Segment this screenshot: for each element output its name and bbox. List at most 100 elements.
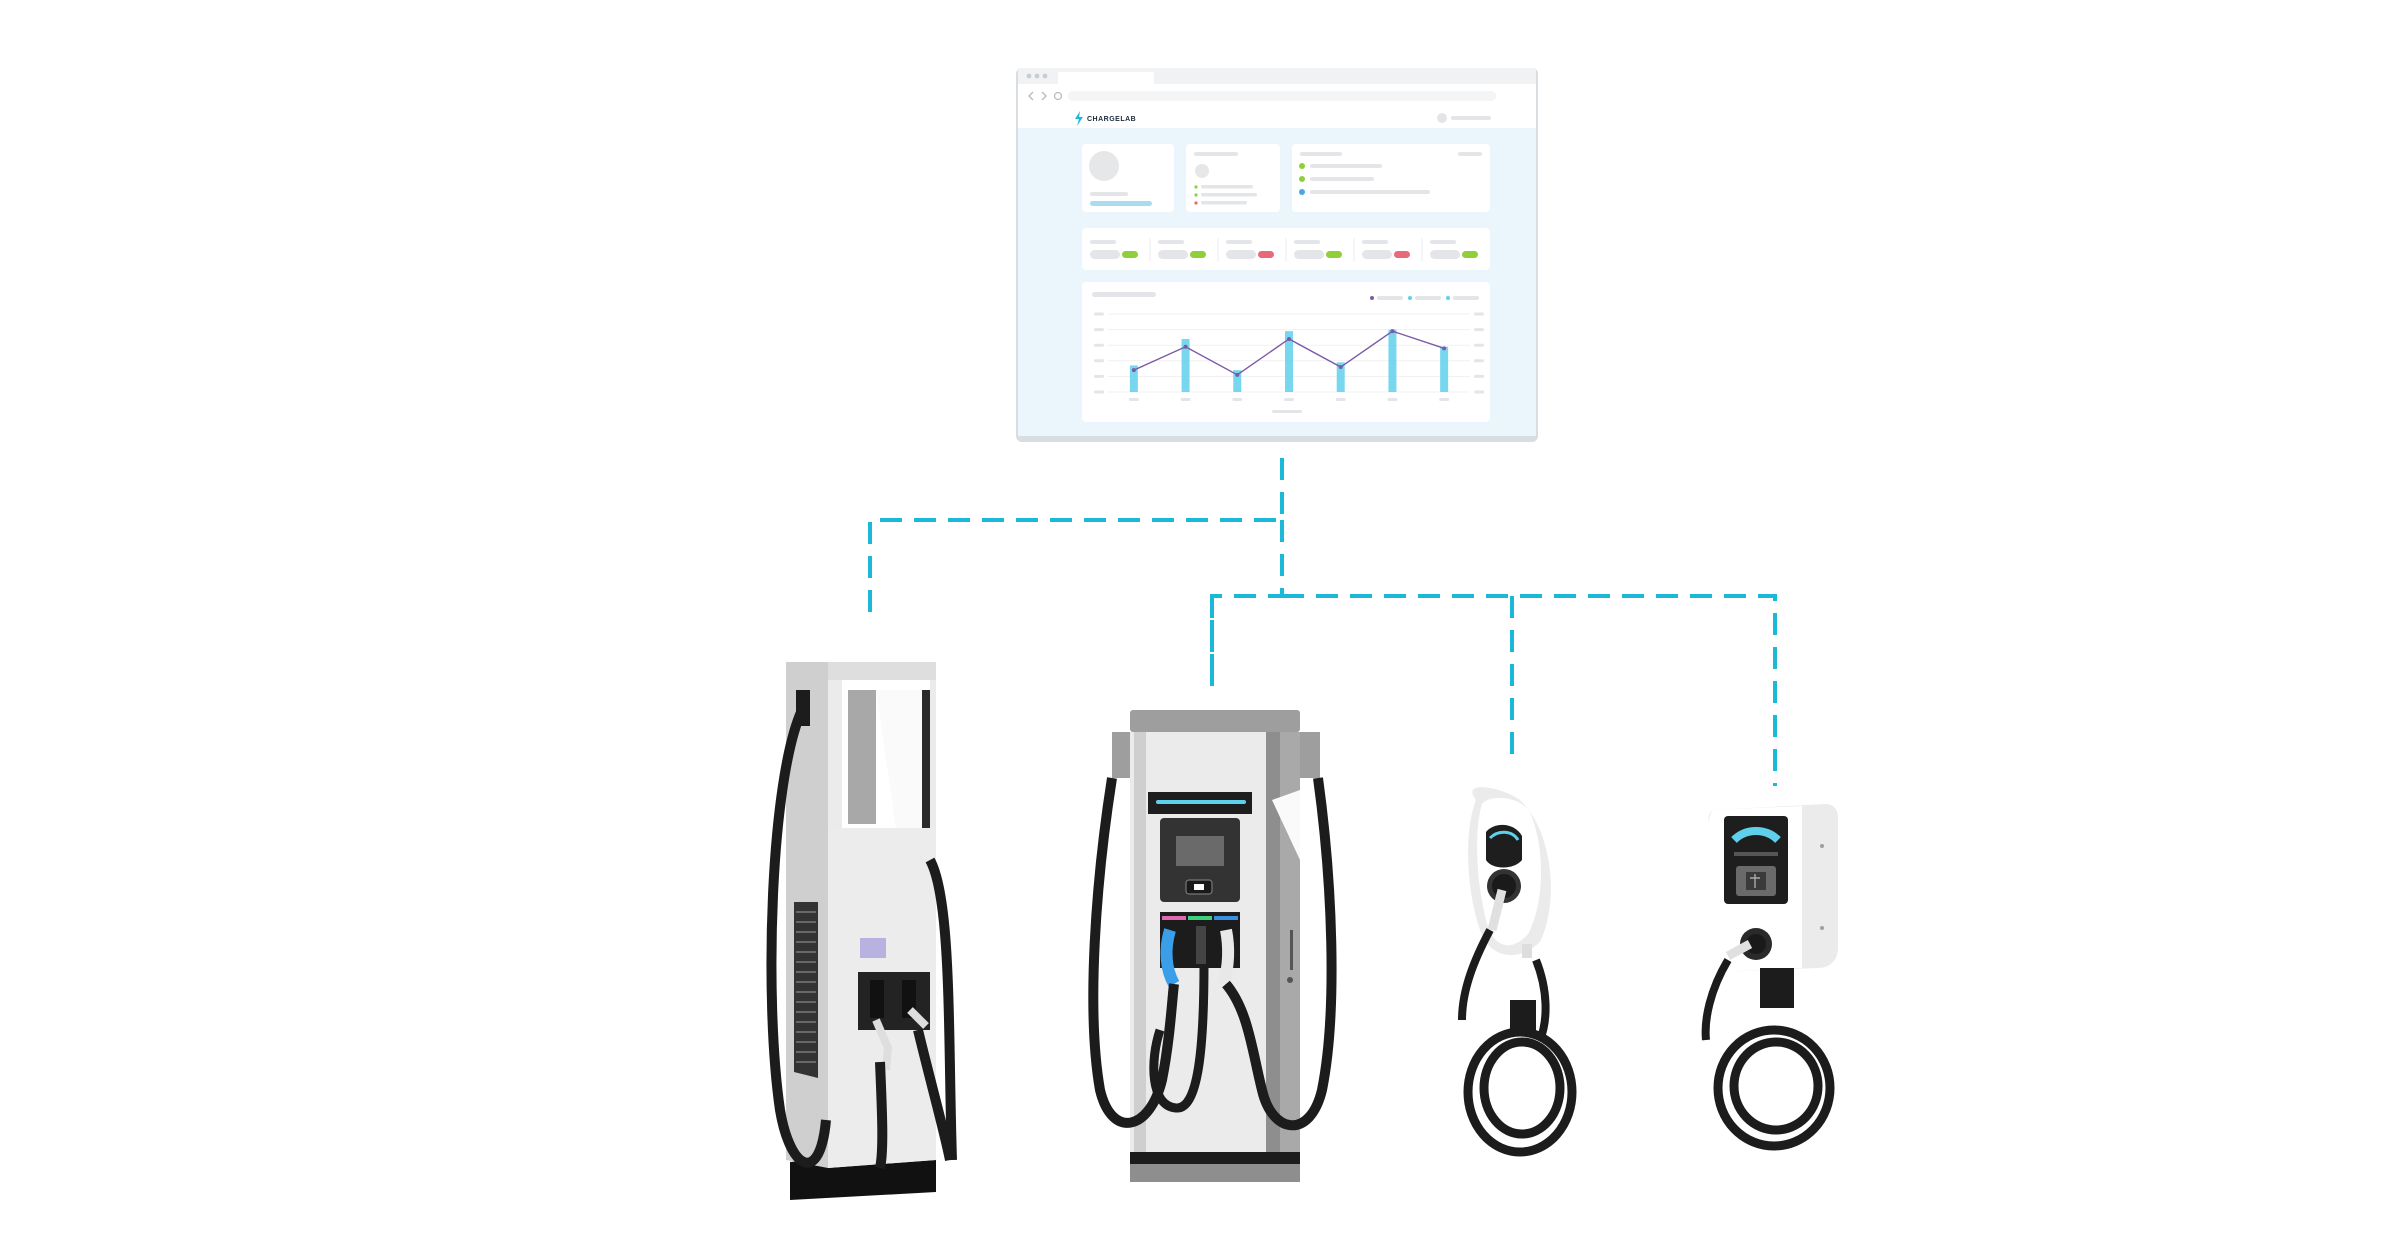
avatar[interactable] [1437,113,1447,123]
metric-label [1362,240,1388,244]
y2-tick-label [1474,343,1484,347]
address-bar[interactable] [1068,91,1496,101]
chart-line-point [1235,372,1240,377]
y2-tick-label [1474,390,1484,394]
chart-bar [1336,362,1345,392]
status-list-item[interactable] [1310,177,1374,181]
user-name-placeholder[interactable] [1451,116,1491,120]
metric-pill-row [1090,238,1478,262]
tap-card-icon[interactable] [1746,872,1766,890]
status-list [1299,163,1430,195]
status-light-bar [1156,800,1246,804]
dashboard-window: CHARGELAB [1016,68,1538,442]
status-card[interactable] [1292,144,1490,212]
usage-chart [1094,312,1484,413]
metric-label [1158,240,1184,244]
x-tick-label [1284,398,1294,401]
profile-avatar [1089,151,1119,181]
chart-line-point [1131,368,1136,373]
status-list-item[interactable] [1310,164,1382,168]
connection-line [1210,520,1284,688]
status-dot-icon [1299,176,1305,182]
metric-status-badge [1190,251,1206,258]
status-dot-icon [1299,163,1305,169]
coiled-cable [1463,1027,1577,1157]
y2-tick-label [1474,312,1484,316]
y-tick-label [1094,390,1104,394]
chart-line-point [1183,344,1188,349]
dc-fast-charger-tower[interactable] [766,662,957,1200]
chart-bar [1233,370,1242,392]
rfid-reader-icon[interactable] [860,938,886,958]
metrics-panel [1082,228,1490,270]
y-tick-label [1094,312,1104,316]
window-dot-icon [1026,73,1032,79]
chart-bar [1181,338,1190,392]
chart-bar [1388,329,1397,392]
dc-multi-connector-charger[interactable] [1088,710,1337,1182]
chart-bar [1285,331,1293,392]
bolt-logo-icon [1075,111,1083,126]
plug-handle[interactable] [1487,888,1507,932]
status-light-icon [1488,830,1520,841]
window-dot-icon [1034,73,1040,79]
metric-status-badge [1122,251,1138,258]
metric-value-pill[interactable] [1090,250,1120,259]
status-dot-icon [1194,201,1198,205]
chart-title-placeholder [1092,292,1156,297]
refresh-icon[interactable] [1053,91,1063,101]
profile-card[interactable] [1082,144,1174,212]
door-handle[interactable] [1287,977,1293,983]
y2-tick-label [1474,374,1484,378]
metric-status-badge [1462,251,1478,258]
wall-charger-screen[interactable] [1701,804,1838,1151]
network-connections [868,458,1777,786]
plug-handle[interactable] [1725,940,1753,960]
metric-value-pill[interactable] [1294,250,1324,259]
type2-connector-icon[interactable] [1218,928,1235,986]
browser-tab[interactable] [1058,72,1154,84]
metric-label [1294,240,1320,244]
metric-status-badge [1258,251,1274,258]
chart-panel [1082,282,1490,422]
connection-line [868,458,1284,620]
metric-value-pill[interactable] [1158,250,1188,259]
chart-legend [1370,296,1479,300]
chart-line-point [1338,365,1343,370]
chart-bar [1129,365,1138,392]
metric-label [1090,240,1116,244]
ccs-connector-icon[interactable] [1160,928,1180,987]
metric-value-pill[interactable] [1430,250,1460,259]
x-tick-label [1439,398,1450,401]
legend-label [1415,296,1441,300]
x-tick-label [1180,398,1191,401]
x-tick-label [1128,398,1139,401]
metric-label [1430,240,1456,244]
metric-label [1226,240,1252,244]
metric-status-badge [1394,251,1410,258]
y2-tick-label [1474,359,1484,363]
window-dot-icon [1042,73,1048,79]
metric-status-badge [1326,251,1342,258]
y-tick-label [1094,359,1104,363]
status-list-item[interactable] [1310,190,1430,194]
coiled-cable [1713,1025,1835,1151]
forward-arrow-icon[interactable] [1041,91,1047,101]
legend-label [1453,296,1479,300]
wall-charger-round[interactable] [1458,787,1577,1157]
chart-line-point [1287,336,1291,341]
app-header [1018,106,1536,128]
brand-logo[interactable]: CHARGELAB [1087,116,1136,123]
metric-value-pill[interactable] [1362,250,1392,259]
status-dot-icon [1194,193,1198,197]
chart-line-point [1390,329,1395,334]
legend-label [1377,296,1403,300]
chademo-connector-icon[interactable] [1196,926,1206,964]
charging-cable [766,707,831,1168]
metric-value-pill[interactable] [1226,250,1256,259]
back-arrow-icon[interactable] [1028,91,1034,101]
y2-tick-label [1474,328,1484,332]
site-card[interactable] [1186,144,1280,212]
x-tick-label [1335,398,1346,401]
y-tick-label [1094,374,1104,378]
